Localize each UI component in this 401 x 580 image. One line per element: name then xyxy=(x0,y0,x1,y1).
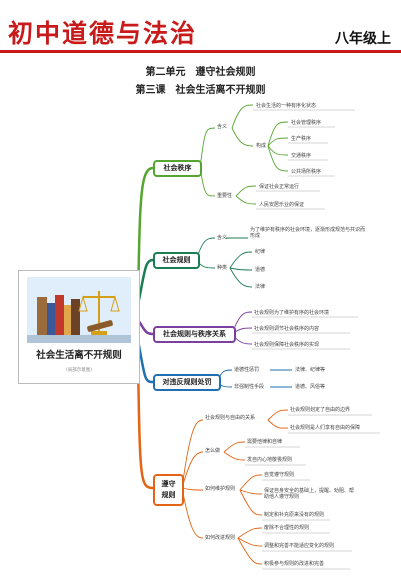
order-importance-label: 重要性 xyxy=(217,193,233,199)
node-obey-rules: 遵守规则 xyxy=(153,474,184,506)
obey-protect-1: 自觉遵守规则 xyxy=(264,472,295,478)
obey-protect-2: 保证自身安全的基础上，提醒、劝阻、帮助他人遵守规则 xyxy=(264,488,355,500)
violation-right-2: 道德、风俗等 xyxy=(295,384,326,390)
order-item-1: 社会管理秩序 xyxy=(291,120,322,126)
obey-protect-3: 制定和补充原来没有的规则 xyxy=(264,512,325,518)
node-rules-order-relation: 社会规则与秩序关系 xyxy=(153,326,236,343)
rules-types-label: 种类 xyxy=(217,265,228,271)
order-manifest-label: 构成 xyxy=(256,143,267,149)
obey-improve-label: 如何改进规则 xyxy=(205,535,236,541)
rules-type-law: 法律 xyxy=(255,284,266,290)
justice-scale-illustration xyxy=(27,277,131,343)
order-item-2: 生产秩序 xyxy=(291,136,312,142)
obey-protect-label: 如何维护规则 xyxy=(205,486,236,492)
relation-item-1: 社会规则为了维护有序的社会环境 xyxy=(254,310,330,316)
rules-meaning-label: 含义 xyxy=(217,235,228,241)
obey-freedom-1: 社会规则划定了自由的边界 xyxy=(290,407,351,413)
obey-freedom-label: 社会规则与自由的关系 xyxy=(205,415,256,421)
violation-left-2: 非强制性手段 xyxy=(234,384,265,390)
title-underline xyxy=(0,50,401,53)
order-meaning-label: 含义 xyxy=(217,124,228,130)
node-social-order: 社会秩序 xyxy=(153,160,202,177)
order-item-3: 交通秩序 xyxy=(291,153,312,159)
obey-freedom-2: 社会规则是人们享有自由的保障 xyxy=(290,425,361,431)
relation-item-2: 社会规则调节社会秩序的内容 xyxy=(254,326,320,332)
header: 初中道德与法治 八年级上 xyxy=(0,0,401,60)
rules-meaning-desc: 为了维护有秩序的社会环境，逐渐形成规范与共识而形成 xyxy=(250,227,366,239)
rules-type-morality: 道德 xyxy=(255,267,266,273)
center-topic-title: 社会生活离不开规则 xyxy=(36,350,122,361)
center-topic-card: 社会生活离不开规则 (局部示意图) xyxy=(18,270,140,384)
order-importance-1: 保证社会正常运行 xyxy=(259,184,300,190)
relation-item-3: 社会规则保障社会秩序的实现 xyxy=(254,342,320,348)
node-violation-penalty: 对违反规则处罚 xyxy=(153,374,221,391)
grade-label: 八年级上 xyxy=(335,31,391,47)
order-item-4: 公共场所秩序 xyxy=(291,169,322,175)
rules-type-discipline: 纪律 xyxy=(255,249,266,255)
lesson-subtitle: 第三课 社会生活离不开规则 xyxy=(135,85,266,96)
obey-improve-3: 积极参与规则的改进和完善 xyxy=(264,561,325,567)
order-importance-2: 人民安居乐业的保证 xyxy=(259,202,305,208)
main-title: 初中道德与法治 xyxy=(8,19,198,48)
obey-improve-2: 调整和完善不能适应变化的规则 xyxy=(264,543,335,549)
order-meaning-desc: 社会生活的一种有序化状态 xyxy=(256,103,317,109)
center-topic-note: (局部示意图) xyxy=(65,368,92,373)
node-obey-rules-label: 遵守规则 xyxy=(161,480,176,499)
obey-improve-1: 废除不合理性的规则 xyxy=(264,525,310,531)
violation-right-1: 法律、纪律等 xyxy=(295,367,326,373)
unit-subtitle: 第二单元 遵守社会规则 xyxy=(145,67,256,78)
obey-how-2: 发自内心地敬畏规则 xyxy=(247,457,293,463)
obey-how-label: 怎么做 xyxy=(205,448,221,454)
node-social-rules: 社会规则 xyxy=(153,252,200,269)
violation-left-1: 道德性惩罚 xyxy=(234,367,260,373)
obey-how-1: 需要他律和自律 xyxy=(247,439,283,445)
